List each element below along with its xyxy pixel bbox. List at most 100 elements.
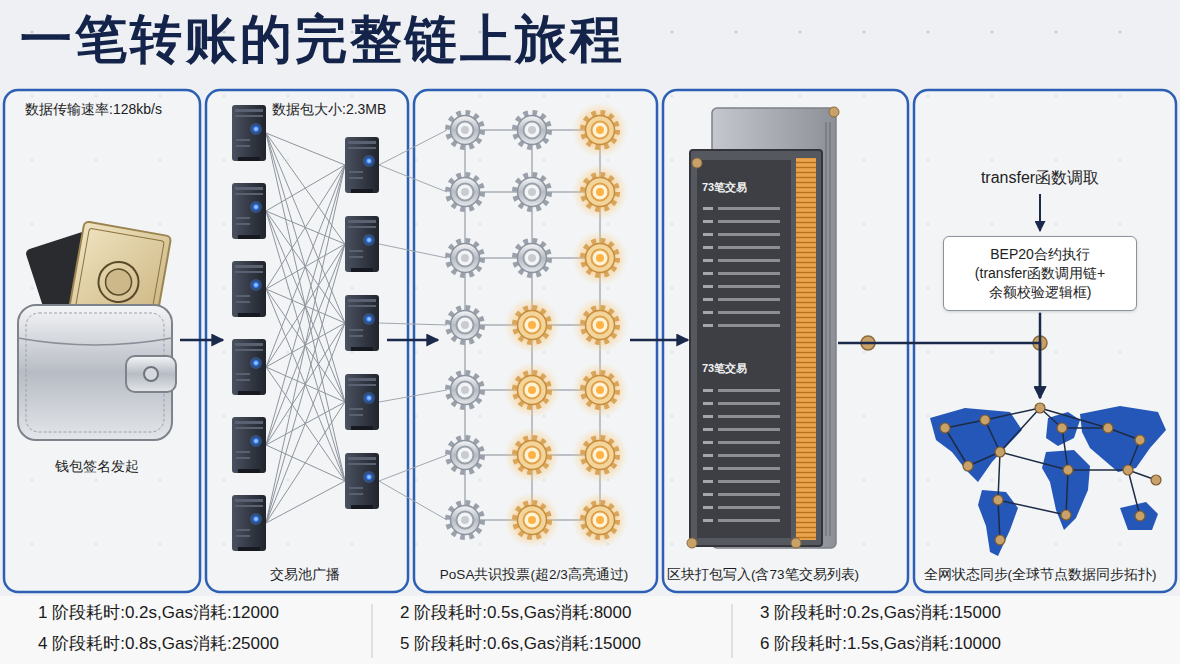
stage-panel [206, 90, 408, 592]
world-map [1151, 475, 1161, 485]
contract-box: BEP20合约执行 (transfer函数调用链+ 余额校验逻辑框) [943, 236, 1137, 311]
validator-gear [583, 373, 617, 407]
validator-gear [448, 113, 482, 147]
validator-gear [448, 308, 482, 342]
stage-panel [663, 90, 908, 592]
flow-arrow [838, 343, 1040, 398]
block-illustration [687, 538, 697, 548]
stage-panel [914, 90, 1176, 592]
server-icon [232, 261, 266, 317]
stage-caption: 钱包签名发起 [55, 458, 139, 476]
flow-arrow [1039, 313, 1042, 398]
validator-gear [583, 241, 617, 275]
validator-gear [448, 175, 482, 209]
flow-arrow [630, 339, 688, 342]
vote-glow [504, 362, 560, 418]
world-map [1103, 423, 1113, 433]
vote-glow [572, 362, 628, 418]
wallet-illustration [126, 356, 176, 392]
block-illustration [697, 160, 791, 538]
validator-gear [515, 308, 549, 342]
diagram-title: 一笔转账的完整链上旅程 [20, 8, 625, 70]
server-icon [345, 453, 379, 509]
wallet-illustration [18, 305, 172, 440]
server-icon [232, 105, 266, 161]
server-icon [345, 216, 379, 272]
stage-caption: PoSA共识投票(超2/3高亮通过) [440, 566, 628, 584]
vote-glow [572, 427, 628, 483]
stage-stat: 3 阶段耗时:0.2s,Gas消耗:15000 [760, 603, 1001, 623]
server-icon [232, 183, 266, 239]
vote-glow [504, 427, 560, 483]
server-icon [345, 295, 379, 351]
box-text: BEP20合约执行 (transfer函数调用链+ 余额校验逻辑框) [969, 245, 1111, 302]
vote-glow [504, 492, 560, 548]
stage-stat: 6 阶段耗时:1.5s,Gas消耗:10000 [760, 634, 1001, 654]
world-map [993, 495, 1003, 505]
function-call-label: transfer函数调取 [981, 168, 1099, 187]
world-map [1123, 465, 1133, 475]
stage-caption: 交易池广播 [270, 566, 340, 584]
wallet-illustration [18, 338, 172, 345]
validator-gear [448, 113, 617, 537]
vote-glow [572, 492, 628, 548]
stage-panel [4, 90, 200, 592]
world-map [1061, 510, 1071, 520]
block-illustration [826, 122, 830, 536]
server-icon [232, 105, 379, 551]
world-map [995, 447, 1005, 457]
validator-gear [583, 503, 617, 537]
world-map [930, 408, 1022, 482]
validator-gear [583, 113, 617, 147]
flow-arrow [180, 339, 223, 342]
stage-panel [4, 90, 1176, 592]
call-arrow [1040, 194, 1041, 231]
vote-glow [572, 230, 628, 286]
validator-gear [583, 308, 617, 342]
block-illustration [829, 107, 839, 117]
world-map [1135, 511, 1145, 521]
vote-glow [504, 102, 628, 548]
world-map [940, 403, 1161, 545]
stage-stat: 1 阶段耗时:0.2s,Gas消耗:12000 [38, 603, 279, 623]
validator-gear [448, 438, 482, 472]
validator-gear [448, 503, 482, 537]
sync-stage: 全网状态同步(全球节点数据同步拓扑) [918, 400, 1162, 562]
server-mesh [266, 130, 447, 523]
stats-band [0, 596, 1180, 664]
world-map [963, 461, 973, 471]
validator-gear [515, 503, 549, 537]
validator-gear [515, 113, 549, 147]
metric-label: 数据传输速率:128kb/s [25, 101, 162, 118]
world-map [995, 535, 1005, 545]
world-map [1135, 435, 1145, 445]
wallet-illustration [103, 267, 133, 297]
world-map [980, 415, 990, 425]
server-icon [232, 495, 266, 551]
block-list-heading: 73笔交易 [702, 181, 747, 194]
block-list-heading: 73笔交易 [702, 362, 747, 375]
server-icon [345, 374, 379, 430]
validator-gear [583, 175, 617, 209]
vote-glow [572, 164, 628, 220]
block-illustration [690, 150, 822, 546]
stage-caption: 区块打包写入(含73笔交易列表) [667, 566, 859, 584]
block-illustration [796, 158, 816, 540]
stage-stat: 5 阶段耗时:0.6s,Gas消耗:15000 [400, 634, 641, 654]
validator-gear [448, 373, 482, 407]
tx-pool-stage: 交易池广播 [225, 100, 385, 560]
vote-glow [504, 297, 560, 353]
world-map [1120, 502, 1158, 530]
validator-gear [515, 438, 549, 472]
vote-glow [572, 297, 628, 353]
wallet-illustration [144, 367, 158, 381]
consensus-stage: PoSA共识投票(超2/3高亮通过) [440, 105, 628, 545]
validator-gear [583, 438, 617, 472]
block-illustration [700, 203, 788, 333]
stage-panel [414, 90, 657, 592]
call-arrow [1039, 194, 1041, 231]
